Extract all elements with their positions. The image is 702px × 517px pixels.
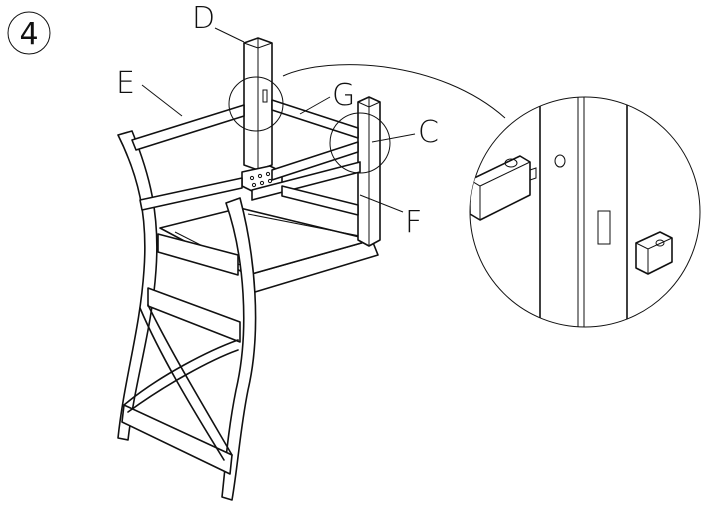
back-slat-bottom [121,404,233,475]
leader-detail-arc [282,64,506,119]
label-F: F [405,205,422,240]
detail-circle-C [329,112,391,174]
step-circle [7,11,51,55]
detail-hole [554,154,566,168]
label-D: D [192,1,215,36]
leader-C [371,133,416,143]
step-number: 4 [19,17,38,52]
leader-F [359,194,404,213]
label-E: E [116,66,135,101]
rail-back-lower [281,185,359,216]
back-leg-right [221,197,257,501]
label-G: G [332,78,355,113]
leg-D-slot [262,89,268,103]
part-labels: D E G C F [116,1,439,240]
back-slat-mid [147,287,241,343]
leg-C-top [357,101,381,108]
callout-leaders [141,27,506,213]
label-C: C [418,115,439,150]
detail-dowel [529,167,537,181]
bracket-holes [249,171,273,188]
leader-D [214,27,245,43]
rail-E [131,104,245,151]
detail-bracket-right [635,231,673,275]
rail-F [271,141,359,181]
leader-E [141,84,183,117]
back-curve-2 [123,339,239,406]
rail-G [271,99,359,139]
rail-side-lower [139,177,243,211]
back-curve-2b [127,349,239,413]
detail-rail-left [470,155,531,221]
magnified-detail [469,96,701,328]
detail-bracket-hole [655,239,665,247]
leader-G [299,96,331,115]
chair-upside-down [117,37,391,501]
back-curve-1 [147,304,233,456]
detail-slot [597,210,611,245]
leg-D-top [243,42,273,49]
detail-circle-outline [469,96,701,328]
step-indicator: 4 [7,11,51,55]
detail-rail-hole [504,158,518,168]
back-slat-top [157,233,239,276]
seat-inner-line-2 [247,213,361,237]
detail-circle-D [228,76,284,132]
rail-lower [251,161,361,201]
